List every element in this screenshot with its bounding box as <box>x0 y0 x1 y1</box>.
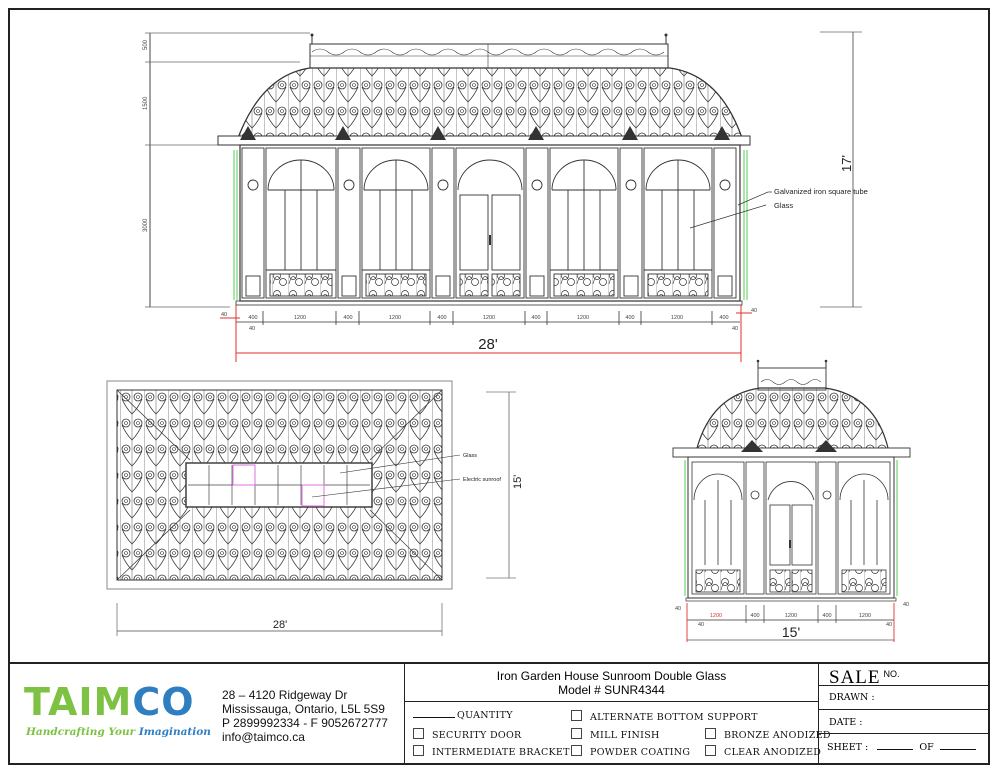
sale-info: SALE NO. DRAWN : DATE : SHEET : OF <box>819 664 990 765</box>
front-elevation: 500 1500 3000 17' <box>143 31 868 362</box>
product-title: Iron Garden House Sunroom Double Glass M… <box>405 664 818 702</box>
checkbox-icon[interactable] <box>571 710 582 721</box>
svg-text:1200: 1200 <box>577 315 589 321</box>
svg-text:Glass: Glass <box>774 201 793 210</box>
product-info: Iron Garden House Sunroom Double Glass M… <box>405 664 830 765</box>
svg-text:40: 40 <box>675 606 681 612</box>
svg-text:400: 400 <box>719 315 728 321</box>
svg-text:1200: 1200 <box>671 315 683 321</box>
svg-text:400: 400 <box>750 613 759 619</box>
option-alternate-bottom-support[interactable]: ALTERNATE BOTTOM SUPPORT <box>571 710 758 723</box>
option-bronze-anodized[interactable]: BRONZE ANODIZED <box>705 728 831 741</box>
overall-height-label: 17' <box>839 155 854 172</box>
side-elevation: 1200 400 1200 400 1200 40 40 40 40 15' <box>672 359 911 642</box>
svg-text:1500: 1500 <box>143 96 149 110</box>
svg-text:40: 40 <box>732 326 738 332</box>
roof-width-label: 28' <box>273 619 287 631</box>
drawn-field[interactable]: DRAWN : <box>819 686 990 710</box>
svg-text:400: 400 <box>625 315 634 321</box>
svg-text:400: 400 <box>531 315 540 321</box>
roof-depth-label: 15' <box>512 475 524 489</box>
date-field[interactable]: DATE : <box>819 710 990 734</box>
checkbox-icon[interactable] <box>571 745 582 756</box>
logo-tagline: Handcrafting Your Imagination <box>26 726 211 738</box>
company-info: TAIMCO Handcrafting Your Imagination 28 … <box>8 664 405 765</box>
svg-text:3000: 3000 <box>143 218 149 232</box>
svg-text:40: 40 <box>249 326 255 332</box>
roof-plan: Glass Electric sunroof 15' 28' <box>106 380 524 636</box>
side-width-label: 15' <box>782 624 800 640</box>
checkbox-icon[interactable] <box>413 745 424 756</box>
model-number: Model # SUNR4344 <box>558 683 665 697</box>
svg-text:400: 400 <box>822 613 831 619</box>
overall-width-label: 28' <box>478 336 498 353</box>
sale-number: SALE NO. <box>819 664 990 688</box>
quantity-field[interactable]: QUANTITY <box>413 710 513 721</box>
svg-text:Glass: Glass <box>463 453 477 459</box>
checkbox-icon[interactable] <box>705 745 716 756</box>
option-mill-finish[interactable]: MILL FINISH <box>571 728 660 741</box>
company-logo: TAIMCO <box>24 680 195 724</box>
svg-text:1200: 1200 <box>389 315 401 321</box>
option-clear-anodized[interactable]: CLEAR ANODIZED <box>705 745 821 758</box>
checkbox-icon[interactable] <box>413 728 424 739</box>
svg-text:40: 40 <box>221 312 227 318</box>
svg-text:500: 500 <box>143 39 149 50</box>
company-email: info@taimco.ca <box>222 730 305 744</box>
svg-text:1200: 1200 <box>483 315 495 321</box>
svg-text:40: 40 <box>698 622 704 628</box>
svg-text:1200: 1200 <box>859 613 871 619</box>
option-intermediate-bracket[interactable]: INTERMEDIATE BRACKET <box>413 745 570 758</box>
svg-text:400: 400 <box>343 315 352 321</box>
company-address: 28 – 4120 Ridgeway Dr Mississauga, Ontar… <box>222 688 388 744</box>
svg-text:1200: 1200 <box>294 315 306 321</box>
svg-text:Galvanized iron square tube: Galvanized iron square tube <box>774 187 868 196</box>
svg-text:40: 40 <box>903 602 909 608</box>
svg-text:1200: 1200 <box>785 613 797 619</box>
drawing-sheet <box>8 8 990 765</box>
svg-text:1200: 1200 <box>710 613 722 619</box>
title-block: TAIMCO Handcrafting Your Imagination 28 … <box>8 662 990 765</box>
svg-text:400: 400 <box>437 315 446 321</box>
checkbox-icon[interactable] <box>705 728 716 739</box>
option-powder-coating[interactable]: POWDER COATING <box>571 745 690 758</box>
svg-text:40: 40 <box>751 308 757 314</box>
option-security-door[interactable]: SECURITY DOOR <box>413 728 522 741</box>
svg-text:Electric sunroof: Electric sunroof <box>463 477 501 483</box>
svg-text:400: 400 <box>248 315 257 321</box>
svg-text:40: 40 <box>886 622 892 628</box>
checkbox-icon[interactable] <box>571 728 582 739</box>
sheet-field[interactable]: SHEET : OF <box>819 734 990 765</box>
